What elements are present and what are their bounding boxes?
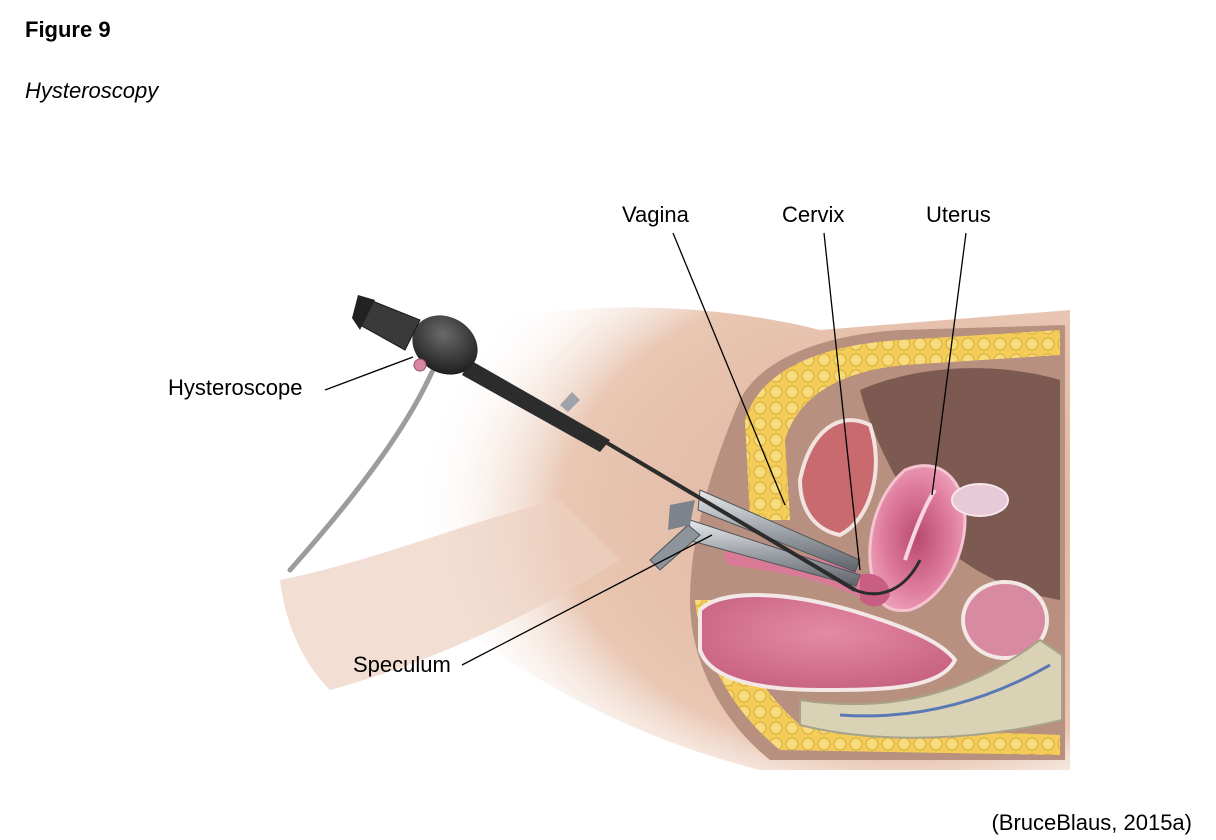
figure-title: Figure 9 <box>25 17 111 42</box>
cervix-leader <box>823 232 861 571</box>
label-vagina: Vagina <box>622 202 689 227</box>
speculum-screw <box>668 500 695 530</box>
label-hysteroscope: Hysteroscope <box>168 375 303 400</box>
eyepiece-cap <box>352 295 375 330</box>
uterus-leader <box>931 232 967 496</box>
sacrum <box>799 638 1063 739</box>
label-cervix: Cervix <box>782 202 845 227</box>
spine-nerves <box>839 663 1051 718</box>
vagina-leader <box>672 232 786 506</box>
image-credit: (BruceBlaus, 2015a) <box>991 810 1192 835</box>
hysteroscope-leader <box>324 356 414 391</box>
body-cavity <box>860 368 1060 600</box>
speculum-upper-blade <box>697 489 861 573</box>
rectum <box>698 593 958 693</box>
fat-layer-lower <box>695 600 1060 755</box>
label-speculum: Speculum <box>353 652 451 677</box>
fat-layer-upper <box>745 330 1060 520</box>
thigh-shape <box>280 500 620 690</box>
bladder <box>797 418 878 538</box>
bowel-loop <box>961 580 1049 660</box>
hysteroscope-bulb <box>412 315 478 375</box>
leader-lines <box>324 232 967 666</box>
cable-connector <box>413 358 427 372</box>
figure-subtitle: Hysteroscopy <box>25 78 159 103</box>
ovary <box>951 483 1009 517</box>
hysteroscope-tip <box>854 559 922 596</box>
hysteroscope-port <box>560 392 580 412</box>
hysteroscope-shaft <box>558 413 857 592</box>
cervix-organ <box>860 573 890 607</box>
hysteroscope-cable <box>287 369 435 573</box>
label-uterus: Uterus <box>926 202 991 227</box>
speculum-leader <box>461 534 713 666</box>
hysteroscope-sheath <box>462 360 610 452</box>
speculum-handle <box>649 524 701 571</box>
